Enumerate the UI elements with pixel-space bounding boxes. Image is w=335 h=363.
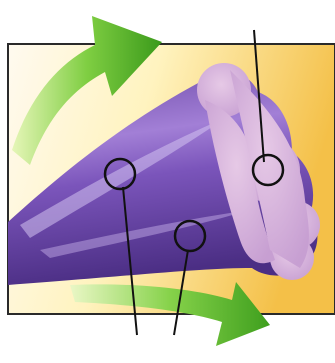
fiber-diagram (0, 0, 335, 363)
